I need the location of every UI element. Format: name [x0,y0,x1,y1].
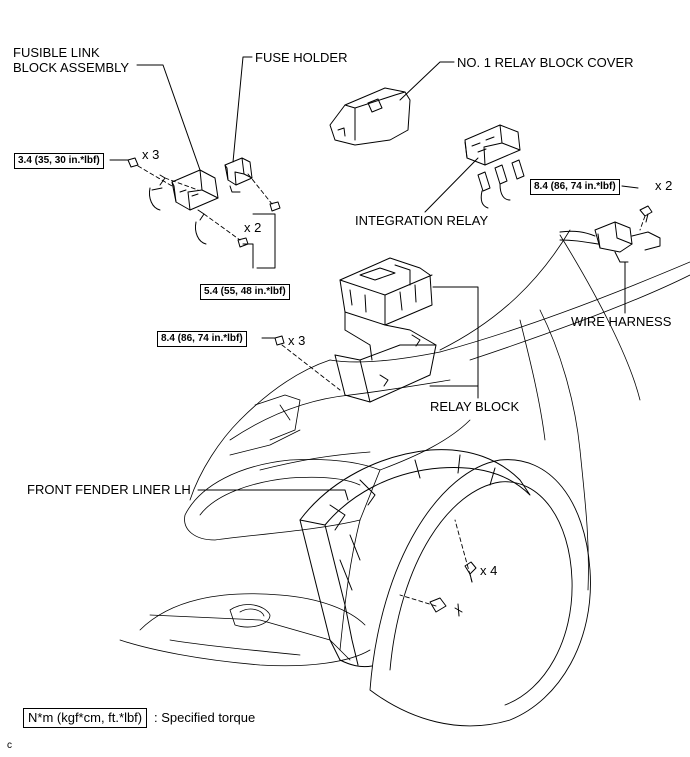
relay-block-cover-drawing [329,87,411,146]
legend-torque-unit-box: N*m (kgf*cm, ft.*lbf) [23,708,148,728]
leader-lines [109,56,639,501]
label-relay-block-cover: NO. 1 RELAY BLOCK COVER [457,55,634,70]
dashed-assembly-lines [137,165,646,607]
torque-box-fuse-holder-bolt: 5.4 (55, 48 in.*lbf) [200,284,290,300]
fusible-link-block-drawing [127,157,219,245]
quantity-wire-harness-nuts: x 2 [655,178,673,193]
front-wheel [369,459,591,727]
quantity-relay-block-nuts: x 3 [288,333,306,348]
torque-box-relay-block-nut: 8.4 (86, 74 in.*lbf) [157,331,247,347]
label-integration-relay: INTEGRATION RELAY [355,213,489,228]
front-fender-liner-lh [299,449,531,668]
label-front-fender-liner-lh: FRONT FENDER LINER LH [27,482,191,497]
quantity-fuse-holder-bolts: x 2 [244,220,262,235]
quantity-fusible-link-bolts: x 3 [142,147,160,162]
legend-specified-torque-text: : Specified torque [154,710,256,725]
quantity-liner-clips: x 4 [480,563,498,578]
label-fuse-holder: FUSE HOLDER [255,50,348,65]
liner-clips [429,561,477,617]
corner-mark: c [7,740,12,751]
torque-box-wire-harness-nut: 8.4 (86, 74 in.*lbf) [530,179,620,195]
label-wire-harness: WIRE HARNESS [571,314,672,329]
relay-block-drawing [274,257,437,403]
label-relay-block: RELAY BLOCK [430,399,520,414]
integration-relay-drawing [464,124,525,209]
wire-harness-drawing [559,205,661,263]
torque-box-fusible-link-bolt: 3.4 (35, 30 in.*lbf) [14,153,104,169]
label-fusible-link-block-assembly: FUSIBLE LINK BLOCK ASSEMBLY [13,45,130,75]
vehicle-body-outline [119,229,690,667]
